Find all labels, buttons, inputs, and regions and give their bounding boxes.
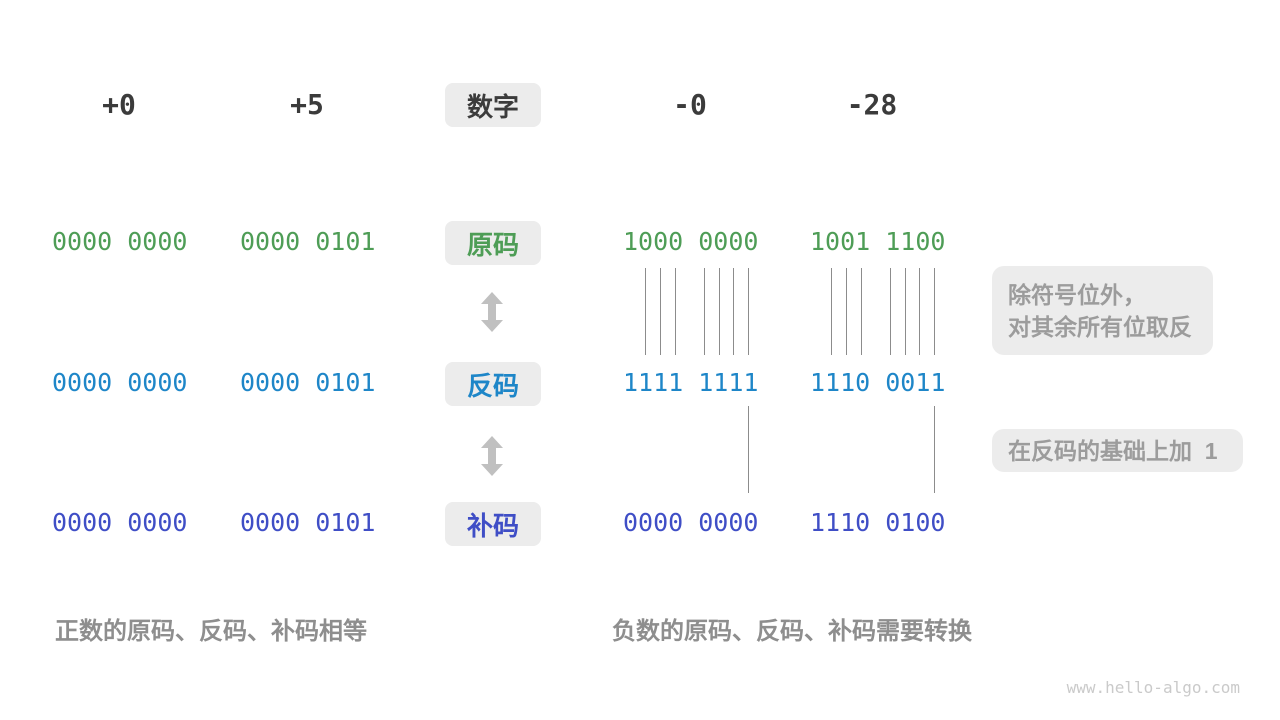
binary-value: 0000 0101 <box>240 368 376 397</box>
updown-arrow-icon <box>481 436 503 476</box>
number-header-plus0: +0 <box>102 88 136 121</box>
bit-connector-line <box>704 268 705 355</box>
binary-value: 1000 0000 <box>623 227 759 256</box>
bit-connector-line <box>831 268 832 355</box>
bit-connector-line <box>733 268 734 355</box>
bit-connector-line <box>675 268 676 355</box>
binary-value: 1001 1100 <box>810 227 946 256</box>
bit-connector-line <box>719 268 720 355</box>
watermark: www.hello-algo.com <box>1066 678 1240 697</box>
twos-complement-label: 补码 <box>445 502 541 546</box>
binary-value: 0000 0000 <box>623 508 759 537</box>
positive-caption: 正数的原码、反码、补码相等 <box>55 618 367 645</box>
add-one-note: 在反码的基础上加 1 <box>992 429 1243 472</box>
bit-connector-line <box>748 268 749 355</box>
number-header-minus28: -28 <box>846 88 898 121</box>
flip-bits-note: 除符号位外， 对其余所有位取反 <box>992 266 1213 355</box>
binary-value: 0000 0000 <box>52 227 188 256</box>
bit-connector-line <box>846 268 847 355</box>
binary-value: 0000 0101 <box>240 508 376 537</box>
bit-connector-line <box>919 268 920 355</box>
flip-bits-note-line2: 对其余所有位取反 <box>1008 313 1192 340</box>
bit-connector-line <box>861 268 862 355</box>
updown-arrow-icon <box>481 292 503 332</box>
bit-connector-line <box>905 268 906 355</box>
number-header-minus0: -0 <box>673 88 707 121</box>
binary-value: 1110 0100 <box>810 508 946 537</box>
bit-connector-line <box>660 268 661 355</box>
add-one-connector-line <box>748 406 749 493</box>
number-header-plus5: +5 <box>290 88 324 121</box>
binary-value: 1111 1111 <box>623 368 759 397</box>
bit-connector-line <box>934 268 935 355</box>
bit-connector-line <box>890 268 891 355</box>
numbers-label: 数字 <box>445 83 541 127</box>
ones-complement-label: 反码 <box>445 362 541 406</box>
binary-value: 0000 0000 <box>52 508 188 537</box>
sign-magnitude-label: 原码 <box>445 221 541 265</box>
binary-value: 0000 0000 <box>52 368 188 397</box>
add-one-note-text: 在反码的基础上加 1 <box>1008 437 1218 464</box>
bit-connector-line <box>645 268 646 355</box>
binary-value: 0000 0101 <box>240 227 376 256</box>
add-one-connector-line <box>934 406 935 493</box>
negative-caption: 负数的原码、反码、补码需要转换 <box>612 618 972 645</box>
binary-value: 1110 0011 <box>810 368 946 397</box>
flip-bits-note-line1: 除符号位外， <box>1008 281 1146 308</box>
